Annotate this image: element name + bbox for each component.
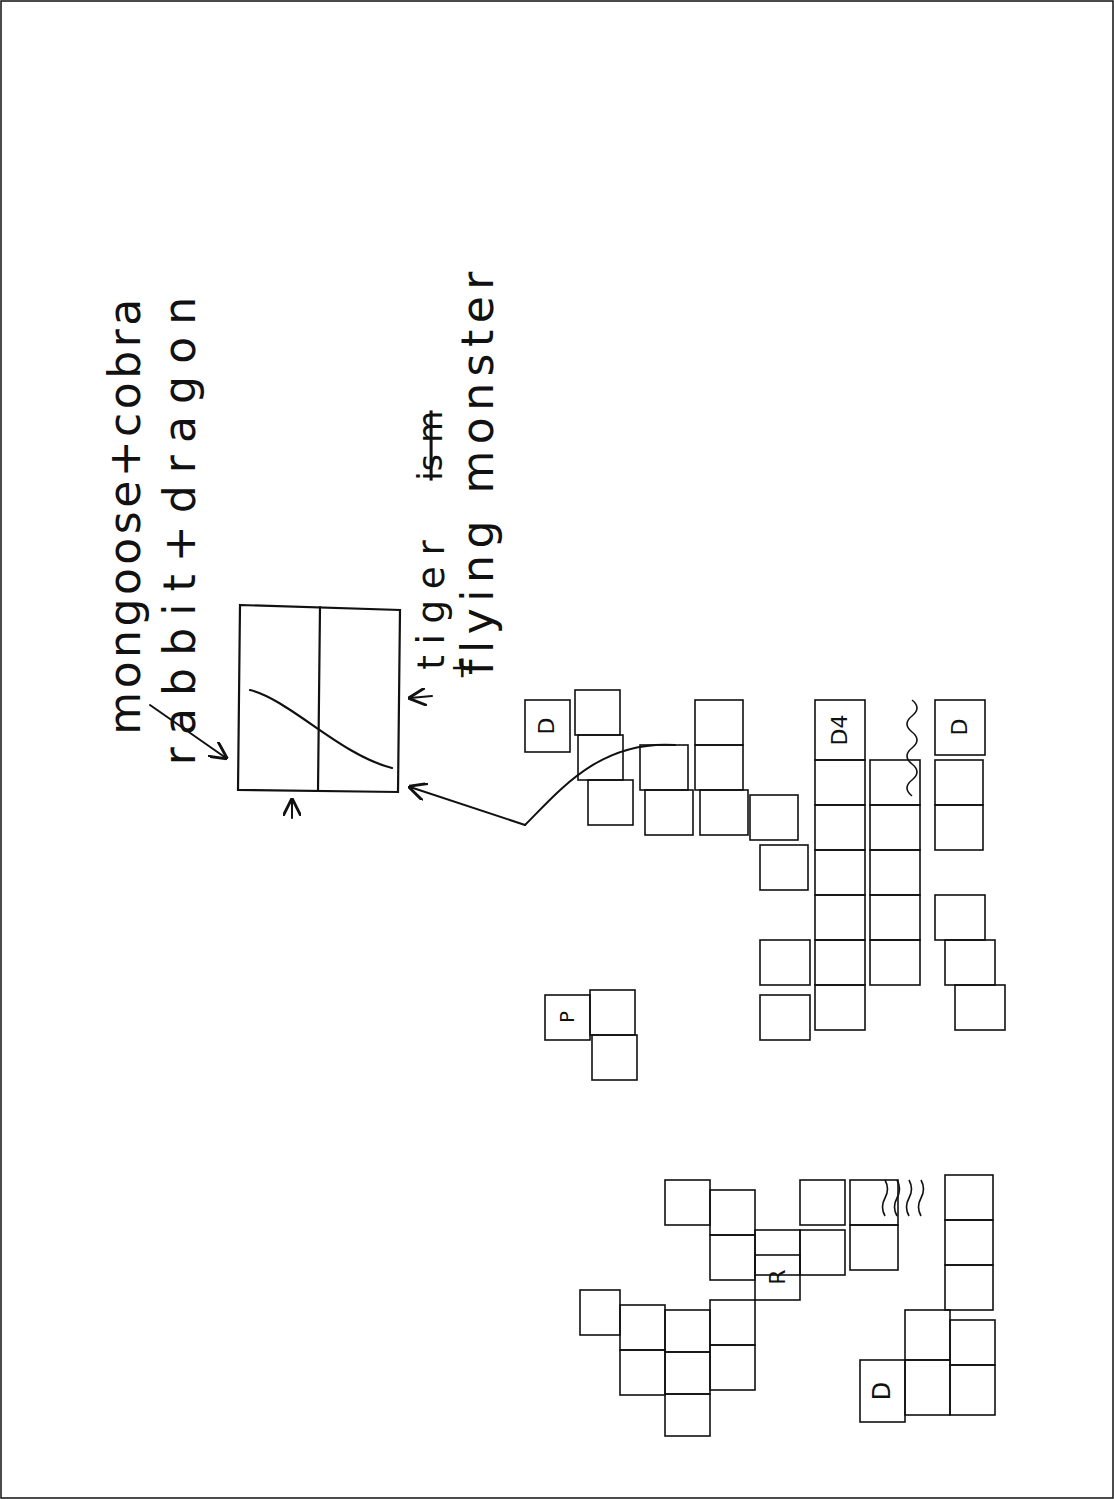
map-cell (850, 1225, 898, 1270)
map-marker: P (557, 1011, 577, 1023)
map-cell (710, 1190, 755, 1235)
squiggles (883, 700, 924, 1216)
map-cell (935, 700, 985, 755)
map-marker: R (767, 1269, 789, 1284)
map-cell (850, 1180, 898, 1225)
map-cell (575, 690, 620, 735)
handwritten-note: tiger (413, 530, 450, 670)
map-cell (815, 940, 865, 985)
map-cell (590, 990, 635, 1035)
map-cell (935, 805, 983, 850)
map-cell (700, 790, 748, 835)
map-cell (800, 1230, 845, 1275)
handwritten-note: is m (413, 410, 446, 480)
map-cell (935, 895, 985, 940)
map-cell (760, 845, 808, 890)
handwritten-note: flying monster (456, 265, 500, 675)
map-cell (710, 1235, 755, 1280)
map-cell (950, 1320, 995, 1365)
map-marker: D (870, 1382, 894, 1400)
map-cell (695, 700, 743, 745)
map-cell (870, 850, 920, 895)
map-cell (945, 1175, 993, 1220)
map-cell (665, 1180, 710, 1225)
map-cell (760, 995, 810, 1040)
map-cell (870, 895, 920, 940)
map-cell (665, 1310, 710, 1352)
map-cell (710, 1345, 755, 1390)
map-marker: D (949, 719, 971, 736)
map-cell (905, 1310, 950, 1360)
map-cell (545, 995, 590, 1040)
map-cell (815, 895, 865, 940)
map-cells (525, 690, 1005, 1436)
map-cell (815, 760, 865, 805)
map-cell (955, 985, 1005, 1030)
map-cell (945, 1265, 993, 1310)
handwritten-note: mongoose+cobra (103, 295, 147, 734)
map-cell (870, 940, 920, 985)
map-cell (620, 1305, 665, 1350)
map-cell (870, 760, 920, 805)
map-cell (580, 1290, 620, 1335)
map-cell (950, 1365, 995, 1415)
map-cell (945, 940, 995, 985)
map-cell (755, 1255, 800, 1300)
map-cell (860, 1360, 905, 1422)
map-cell (750, 795, 798, 840)
map-cell (815, 850, 865, 895)
map-cell (760, 940, 810, 985)
map-cell (815, 700, 865, 760)
map-marker: D4 (829, 715, 851, 746)
map-cell (588, 780, 633, 825)
map-cell (665, 1394, 710, 1436)
map-cell (592, 1035, 637, 1080)
map-cell (935, 760, 983, 805)
map-cell (870, 805, 920, 850)
map-cell (620, 1350, 665, 1395)
map-cell (695, 745, 743, 790)
map-cell (640, 745, 688, 790)
map-cell (945, 1220, 993, 1265)
grid-box (238, 605, 400, 792)
map-cell (525, 700, 570, 752)
map-cell (815, 985, 865, 1030)
map-marker: D (536, 718, 558, 735)
map-cell (665, 1352, 710, 1394)
map-cell (710, 1300, 755, 1345)
map-cell (645, 790, 693, 835)
map-cell (755, 1230, 800, 1275)
leader-arrows (150, 696, 675, 825)
map-cell (578, 735, 623, 780)
handwritten-note: rabbit+dragon (158, 285, 202, 765)
map-cell (815, 805, 865, 850)
map-cell (905, 1360, 950, 1415)
map-cell (800, 1180, 845, 1225)
